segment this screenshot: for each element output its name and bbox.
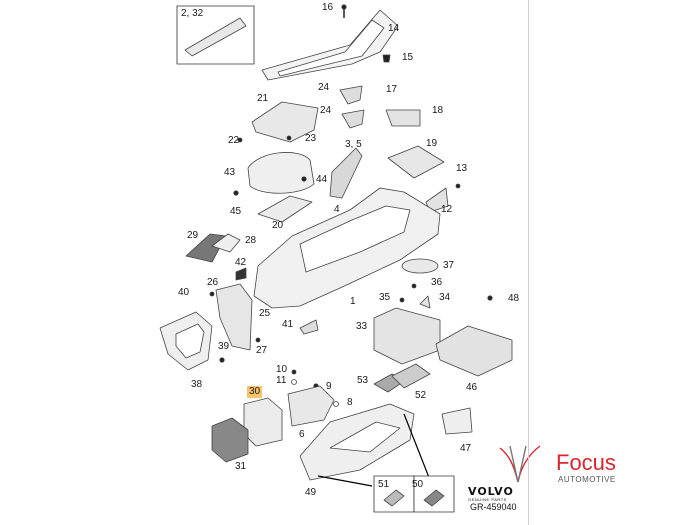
- part-43-armrest: [247, 152, 315, 194]
- part-label-53: 53: [357, 375, 369, 386]
- part-33-tray: [373, 307, 441, 365]
- part-label-1: 1: [350, 296, 356, 307]
- part-label-48: 48: [508, 293, 520, 304]
- part-label-24: 24: [320, 105, 332, 116]
- part-label-8: 8: [347, 397, 353, 408]
- part-label-35: 35: [379, 292, 391, 303]
- part-label-4: 4: [334, 204, 340, 215]
- volvo-subtitle: GENUINE PARTS: [468, 497, 507, 502]
- part-25-panel: [215, 283, 253, 351]
- part-label-27: 27: [256, 345, 268, 356]
- part-label-3-5: 3, 5: [345, 139, 362, 150]
- part-label-25: 25: [259, 308, 271, 319]
- panel-divider: [528, 0, 529, 525]
- part-label-19: 19: [426, 138, 438, 149]
- part-label-36: 36: [431, 277, 443, 288]
- part-31-grille: [211, 417, 249, 463]
- part-label-29: 29: [187, 230, 199, 241]
- part-46-bracket: [435, 325, 513, 377]
- part-label-50: 50: [412, 479, 424, 490]
- part-label-33: 33: [356, 321, 368, 332]
- part-label-10: 10: [276, 364, 288, 375]
- part-label-18: 18: [432, 105, 444, 116]
- part-label-24: 24: [318, 82, 330, 93]
- part-label-40: 40: [178, 287, 190, 298]
- part-label-39: 39: [218, 341, 230, 352]
- part-label-11: 11: [276, 375, 287, 386]
- part-label-23: 23: [305, 133, 317, 144]
- part-label-34: 34: [439, 292, 451, 303]
- part-label-20: 20: [272, 220, 284, 231]
- part-label-42: 42: [235, 257, 247, 268]
- part-28-trim: [211, 233, 241, 253]
- part-label-9: 9: [326, 381, 332, 392]
- part-label-15: 15: [402, 52, 414, 63]
- part-14-frame: [261, 9, 399, 81]
- part-52-mat: [391, 363, 431, 389]
- part-label-14: 14: [388, 23, 400, 34]
- part-label-43: 43: [224, 167, 236, 178]
- part-3-5-mat: [329, 147, 363, 199]
- part-21-cover: [251, 101, 319, 143]
- part-label-47: 47: [460, 443, 472, 454]
- part-label-45: 45: [230, 206, 242, 217]
- part-47-strip: [441, 407, 473, 435]
- part-24-upper: [339, 85, 363, 105]
- part-label-26: 26: [207, 277, 219, 288]
- part-label-21: 21: [257, 93, 269, 104]
- part-label-12: 12: [441, 204, 453, 215]
- part-label-28: 28: [245, 235, 257, 246]
- volvo-logo: VOLVO: [468, 485, 514, 498]
- part-label-31: 31: [235, 461, 247, 472]
- diagram-reference-code: GR-459040: [470, 502, 517, 512]
- inset-label: 2, 32: [181, 8, 204, 19]
- part-label-44: 44: [316, 174, 328, 185]
- part-label-38: 38: [191, 379, 203, 390]
- part-label-16: 16: [322, 2, 334, 13]
- part-label-51: 51: [378, 479, 390, 490]
- part-label-22: 22: [228, 135, 240, 146]
- part-30-holder: [243, 397, 283, 447]
- part-6-bracket: [287, 385, 335, 427]
- part-24-lower: [341, 109, 365, 129]
- focus-logo-icon: [499, 445, 541, 483]
- part-label-49: 49: [305, 487, 317, 498]
- part-label-41: 41: [282, 319, 294, 330]
- part-label-30: 30: [247, 386, 263, 398]
- part-37-mat: [401, 258, 439, 274]
- part-19-pad: [387, 145, 445, 179]
- brand-name: Focus: [556, 450, 616, 475]
- part-label-46: 46: [466, 382, 478, 393]
- brand-subtitle: AUTOMOTIVE: [558, 475, 616, 484]
- trim-strip: [184, 17, 247, 57]
- part-label-37: 37: [443, 260, 455, 271]
- part-label-6: 6: [299, 429, 305, 440]
- part-label-17: 17: [386, 84, 398, 95]
- part-17-bracket: [385, 109, 421, 127]
- part-20-pad: [257, 195, 313, 223]
- part-label-52: 52: [415, 390, 427, 401]
- part-label-13: 13: [456, 163, 468, 174]
